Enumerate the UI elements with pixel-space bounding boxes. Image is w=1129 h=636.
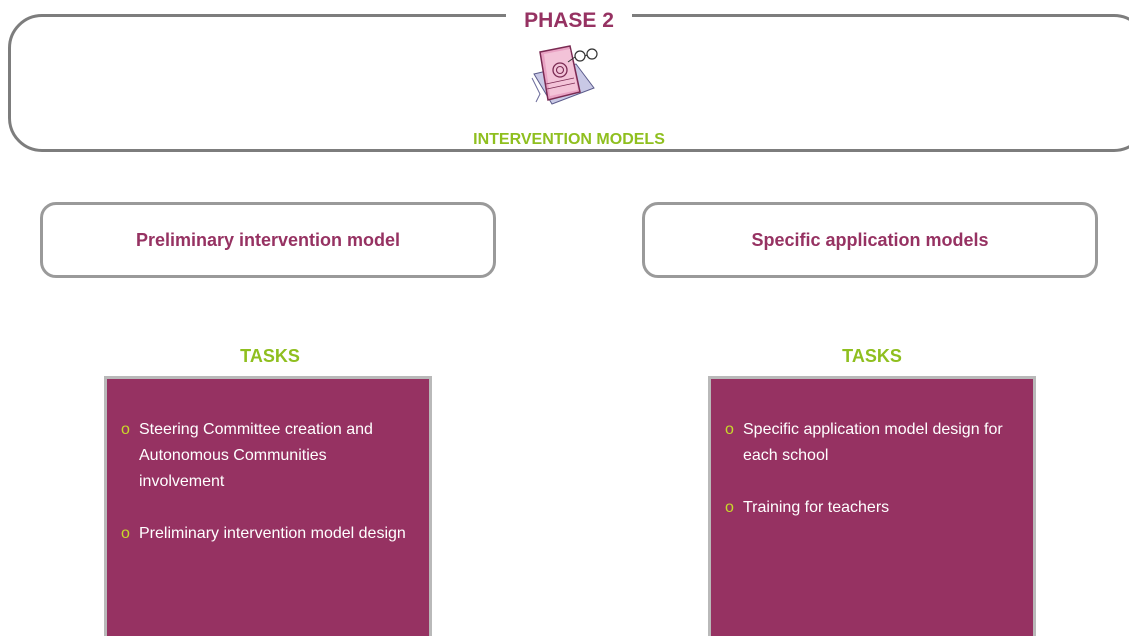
- bullet-icon: o: [725, 499, 734, 516]
- bullet-icon: o: [121, 421, 130, 438]
- task-text: Training for teachers: [743, 499, 890, 516]
- notebook-icon: [531, 45, 598, 105]
- task-text: Preliminary intervention model design: [139, 525, 406, 542]
- task-text: Steering Committee creation and Autonomo…: [139, 421, 373, 490]
- specific-models-label: Specific application models: [751, 229, 989, 250]
- preliminary-model-label: Preliminary intervention model: [135, 229, 401, 250]
- task-item: o Preliminary intervention model design: [121, 521, 409, 547]
- task-text: Specific application model design for ea…: [743, 421, 1003, 464]
- tasks-panel-left: o Steering Committee creation and Autono…: [104, 376, 432, 636]
- bullet-icon: o: [121, 525, 130, 542]
- tasks-heading-right: TASKS: [842, 346, 902, 366]
- task-item: o Specific application model design for …: [725, 417, 1013, 469]
- bullet-icon: o: [725, 421, 734, 438]
- tasks-heading-left: TASKS: [240, 346, 300, 366]
- task-item: o Steering Committee creation and Autono…: [121, 417, 409, 495]
- task-item: o Training for teachers: [725, 495, 1013, 521]
- phase-subtitle: INTERVENTION MODELS: [473, 131, 665, 148]
- tasks-panel-right: o Specific application model design for …: [708, 376, 1036, 636]
- phase-title: PHASE 2: [506, 6, 632, 36]
- specific-models-box: Specific application models: [642, 202, 1098, 278]
- preliminary-model-box: Preliminary intervention model: [40, 202, 496, 278]
